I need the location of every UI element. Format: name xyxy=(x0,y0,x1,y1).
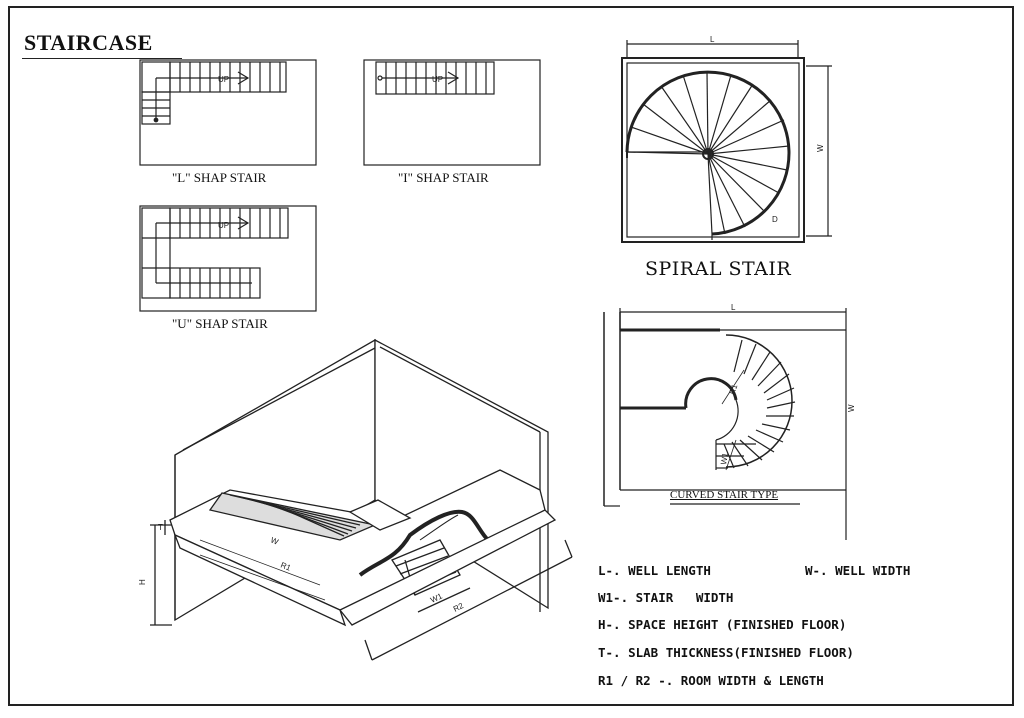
i-stair-up-label: UP xyxy=(432,75,443,84)
caption-spiral-stair: SPIRAL STAIR xyxy=(645,258,792,280)
i-shape-stair-plan xyxy=(363,59,541,166)
curved-r1-label: R1 xyxy=(727,382,739,395)
curved-w1-label: W1 xyxy=(719,451,730,465)
u-shape-stair-plan xyxy=(139,205,317,312)
i-stair-well xyxy=(363,59,541,166)
l-stair-up-label: UP xyxy=(218,75,229,84)
l-shape-stair-plan xyxy=(139,59,317,166)
title-underline xyxy=(22,58,182,59)
caption-i-stair: "I" SHAP STAIR xyxy=(398,170,489,185)
page-title: STAIRCASE xyxy=(24,30,153,55)
legend-well-length: L-. WELL LENGTH xyxy=(598,563,711,578)
iso-r1-label: R1 xyxy=(279,561,292,573)
caption-u-stair: "U" SHAP STAIR xyxy=(172,316,268,331)
legend-space-height: H-. SPACE HEIGHT (FINISHED FLOOR) xyxy=(598,617,847,632)
spiral-width-label: W xyxy=(816,144,825,152)
spiral-stair-plan xyxy=(621,40,832,243)
iso-w1-label: W1 xyxy=(429,591,444,604)
l-stair-well xyxy=(139,59,317,166)
caption-l-stair: "L" SHAP STAIR xyxy=(172,170,267,185)
legend-room-dimensions: R1 / R2 -. ROOM WIDTH & LENGTH xyxy=(598,673,824,688)
spiral-length-label: L xyxy=(710,35,715,44)
curved-stair-plan xyxy=(603,308,847,540)
curved-length-label: L xyxy=(731,303,736,312)
iso-height-label: H xyxy=(138,579,147,585)
curved-width-label: W xyxy=(847,404,856,412)
u-stair-well xyxy=(139,205,317,312)
caption-curved-stair: CURVED STAIR TYPE xyxy=(670,489,779,501)
legend-well-width: W-. WELL WIDTH xyxy=(805,563,911,578)
spiral-down-label: D xyxy=(772,215,778,224)
legend-stair-width: W1-. STAIR WIDTH xyxy=(598,590,734,605)
l-stair-treads xyxy=(179,62,281,92)
legend-slab-thickness: T-. SLAB THICKNESS(FINISHED FLOOR) xyxy=(598,645,854,660)
iso-r2-label: R2 xyxy=(452,601,466,614)
u-stair-up-label: UP xyxy=(218,221,229,230)
iso-slab-label: T xyxy=(158,523,163,532)
iso-width-label: W xyxy=(269,536,280,547)
isometric-stair-view xyxy=(150,338,573,661)
